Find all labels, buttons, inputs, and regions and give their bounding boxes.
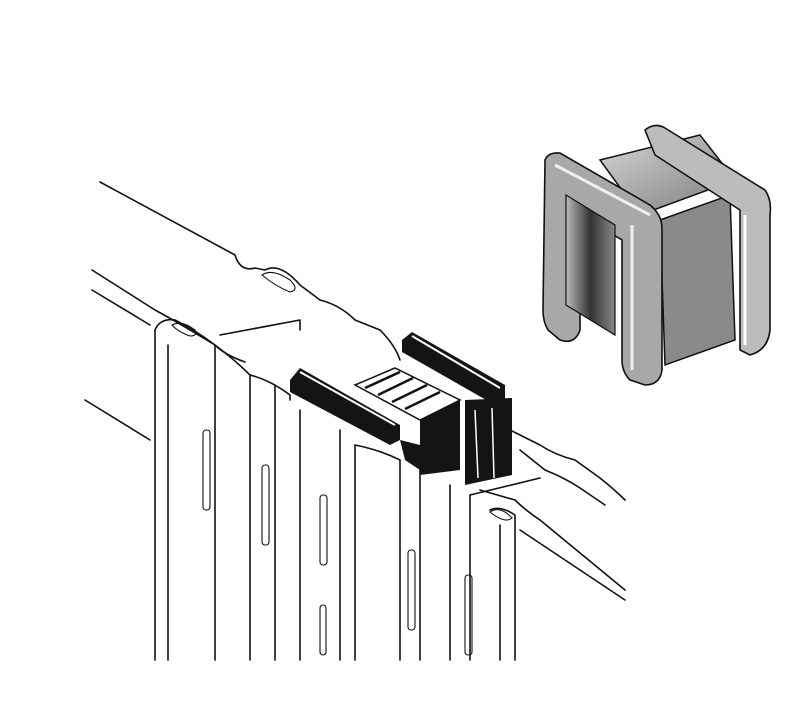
- upper-rail: [84, 181, 401, 441]
- lower-rail: [469, 429, 626, 601]
- connector-detail: [542, 124, 772, 386]
- vertical-panels: [154, 318, 516, 661]
- installed-connector: [290, 332, 512, 485]
